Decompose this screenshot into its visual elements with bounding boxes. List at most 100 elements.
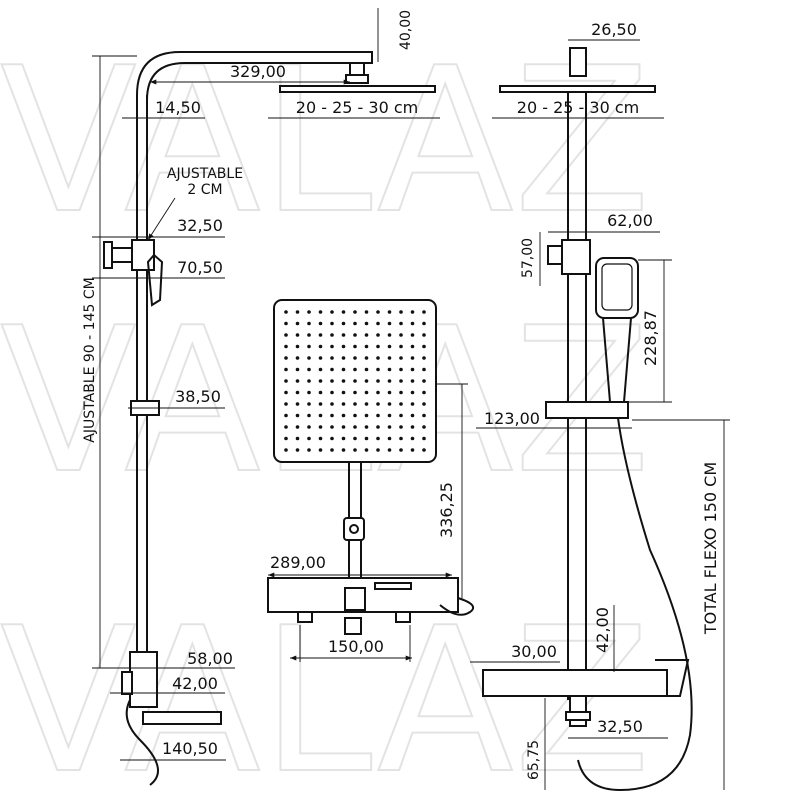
nozzle-dot (330, 436, 334, 441)
nozzle-dot (364, 321, 369, 326)
nozzle-dot (422, 436, 426, 441)
nozzle-dot (295, 436, 300, 441)
mixer-front-spout (344, 587, 366, 611)
nozzle-dot (387, 413, 392, 418)
nozzle-dot (307, 390, 311, 395)
left-spout (142, 711, 222, 725)
mixer-front-grille (374, 582, 412, 590)
nozzle-dot (399, 310, 403, 314)
nozzle-dot (284, 321, 288, 326)
mixer-front-outlet (344, 617, 362, 635)
nozzle-dot (410, 425, 415, 429)
nozzle-dot (399, 436, 403, 441)
nozzle-dot (410, 390, 415, 395)
label-head-sizes-left: 20 - 25 - 30 cm (296, 98, 418, 117)
front-joint (343, 517, 365, 541)
right-diverter-body (561, 239, 591, 275)
nozzle-dot (410, 333, 415, 337)
watermark-row-1: VALAZ (0, 25, 651, 258)
mixer-front-foot-right (395, 611, 411, 623)
label-28900: 289,00 (270, 553, 326, 572)
nozzle-dot (399, 402, 403, 406)
label-3000: 30,00 (511, 642, 557, 661)
mixer-front-foot-left (297, 611, 313, 623)
nozzle-dot (341, 425, 346, 429)
nozzle-dot (422, 333, 426, 337)
nozzle-dot (307, 379, 311, 383)
label-ajustable-2: 2 CM (187, 182, 222, 198)
right-diverter-handle (547, 245, 563, 265)
right-mixer-spout (655, 659, 690, 697)
nozzle-dot (295, 367, 300, 372)
nozzle-dot (284, 402, 288, 406)
label-7050: 70,50 (177, 258, 223, 277)
nozzle-dot (410, 413, 415, 418)
label-6575: 65,75 (526, 740, 542, 780)
left-shower-arm (136, 51, 373, 101)
nozzle-dot (341, 436, 346, 441)
nozzle-dot (307, 448, 311, 452)
nozzle-dot (318, 379, 323, 383)
nozzle-dot (318, 344, 323, 349)
nozzle-dot (364, 344, 369, 349)
nozzle-dot (295, 425, 300, 429)
nozzle-dot (284, 448, 288, 452)
nozzle-dot (318, 402, 323, 406)
left-diverter-body (131, 239, 155, 271)
nozzle-dot (330, 448, 334, 452)
label-4000: 40,00 (398, 10, 414, 50)
nozzle-dot (318, 333, 323, 337)
left-shower-head (279, 85, 436, 93)
nozzle-dot (295, 344, 300, 349)
nozzle-dot (341, 390, 346, 395)
nozzle-dot (376, 425, 380, 429)
nozzle-dot (318, 425, 323, 429)
left-side-view: AJUSTABLE 90 - 145 CM 40,00 329,00 14,50… (82, 8, 440, 786)
nozzle-dot (376, 356, 380, 360)
nozzle-dot (422, 344, 426, 349)
nozzle-dot (295, 310, 300, 314)
nozzle-dot (376, 379, 380, 383)
nozzle-dot (307, 436, 311, 441)
nozzle-dot (387, 379, 392, 383)
nozzle-dot (295, 402, 300, 406)
nozzle-dot (307, 321, 311, 326)
nozzle-dot (295, 333, 300, 337)
label-12300: 123,00 (484, 409, 540, 428)
nozzle-dot (422, 413, 426, 418)
label-1450: 14,50 (155, 98, 201, 117)
nozzle-dot (341, 379, 346, 383)
nozzle-dot (387, 436, 392, 441)
nozzle-dot (387, 344, 392, 349)
nozzle-dot (387, 402, 392, 406)
nozzle-dot (330, 310, 334, 314)
nozzle-dot (330, 402, 334, 406)
label-3850: 38,50 (175, 387, 221, 406)
nozzle-dot (399, 333, 403, 337)
nozzle-dot (284, 436, 288, 441)
right-shower-head (499, 85, 656, 93)
nozzle-dot (295, 390, 300, 395)
nozzle-dot (364, 379, 369, 383)
nozzle-dot (364, 436, 369, 441)
nozzle-dot (399, 321, 403, 326)
nozzle-dot (422, 367, 426, 372)
nozzle-dot (410, 402, 415, 406)
nozzle-dot (364, 413, 369, 418)
right-mixer-nut (565, 711, 591, 721)
nozzle-dot (318, 367, 323, 372)
nozzle-dot (341, 310, 346, 314)
nozzle-dot (353, 321, 357, 326)
nozzle-dot (353, 448, 357, 452)
nozzle-dot (376, 344, 380, 349)
label-32900: 329,00 (230, 62, 286, 81)
nozzle-dot (330, 390, 334, 395)
nozzle-dot (387, 321, 392, 326)
nozzle-dot (387, 390, 392, 395)
nozzle-dot (284, 390, 288, 395)
nozzle-dot (364, 402, 369, 406)
nozzle-dot (376, 448, 380, 452)
label-2650: 26,50 (591, 20, 637, 39)
nozzle-dot (295, 356, 300, 360)
nozzle-dot (295, 321, 300, 326)
